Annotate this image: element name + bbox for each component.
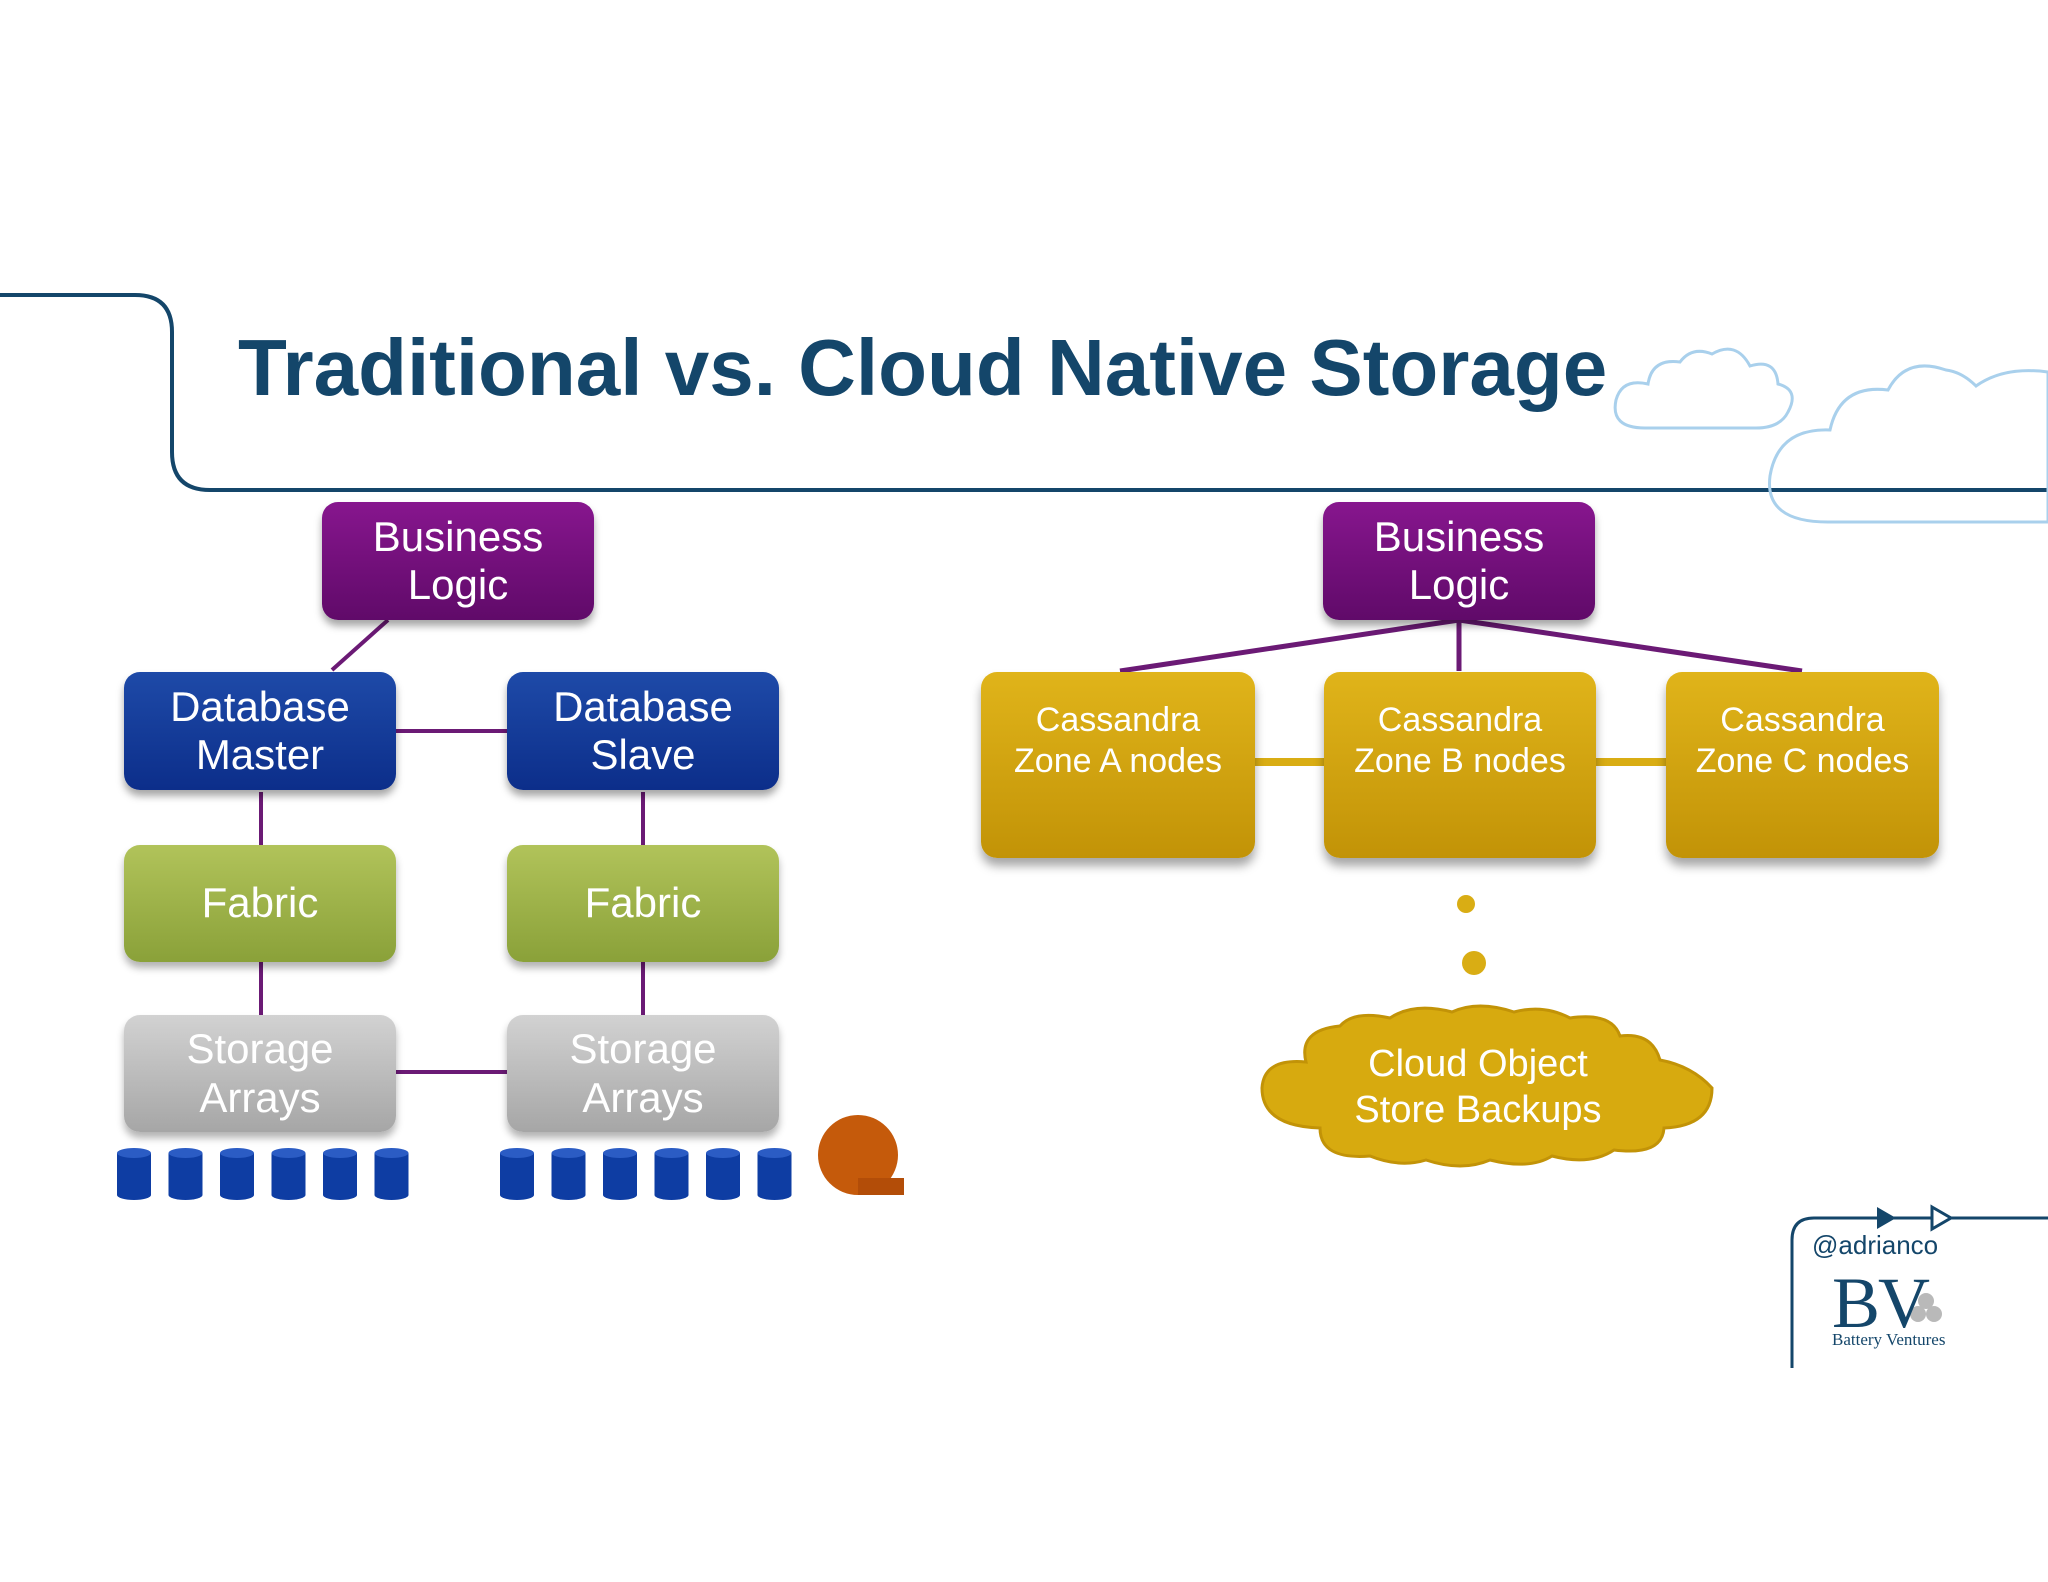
disk-icon xyxy=(168,1148,203,1200)
cassandra-zone-b-box: Cassandra Zone B nodes xyxy=(1324,672,1596,858)
twitter-handle: @adrianco xyxy=(1812,1230,1939,1260)
box-label: Cassandra Zone B nodes xyxy=(1354,701,1566,780)
dot xyxy=(1462,951,1486,975)
box-label: Business Logic xyxy=(1373,512,1545,608)
box-label: Fabric xyxy=(201,879,319,927)
database-master-box: Database Master xyxy=(124,672,396,790)
traditional-business-logic-box: Business Logic xyxy=(322,502,594,620)
box-label: Storage Arrays xyxy=(569,1025,717,1121)
cloud-business-logic-box: Business Logic xyxy=(1323,502,1595,620)
disk-icon xyxy=(220,1148,254,1200)
disk-icon xyxy=(654,1148,689,1200)
disk-icon xyxy=(323,1148,357,1200)
fabric-left-box: Fabric xyxy=(124,845,396,962)
box-label: Cassandra Zone A nodes xyxy=(1014,701,1222,780)
database-slave-box: Database Slave xyxy=(507,672,779,790)
traditional-connectors xyxy=(259,618,645,1074)
disk-icon xyxy=(706,1148,740,1200)
cassandra-zone-a-box: Cassandra Zone A nodes xyxy=(981,672,1255,858)
box-label: Database Slave xyxy=(553,682,733,778)
disk-icon xyxy=(271,1148,306,1200)
fabric-right-box: Fabric xyxy=(507,845,779,962)
storage-arrays-right-box: Storage Arrays xyxy=(507,1015,779,1132)
disk-icon xyxy=(500,1148,534,1200)
cloud-outline-icon xyxy=(1768,364,2048,524)
quest-logo-icon xyxy=(818,1115,904,1195)
disk-icon xyxy=(117,1148,151,1200)
box-label: Fabric xyxy=(584,879,702,927)
bv-dots-icon xyxy=(1910,1293,1942,1322)
disk-icon xyxy=(551,1148,586,1200)
company-name: Battery Ventures xyxy=(1832,1330,1946,1349)
box-label: Database Master xyxy=(170,682,350,778)
backup-cloud-shape xyxy=(1260,1004,1714,1168)
cloud-outline-icon xyxy=(1613,347,1794,430)
page-title: Traditional vs. Cloud Native Storage xyxy=(238,323,1608,412)
cloud-object-store-label: Cloud Object Store Backups xyxy=(1354,1043,1602,1131)
arrow-icon xyxy=(1930,1204,1954,1232)
box-label: Cassandra Zone C nodes xyxy=(1695,701,1910,780)
bv-logo: BV xyxy=(1832,1263,1930,1343)
footer-frame-line xyxy=(1790,1216,2048,1368)
box-label: Storage Arrays xyxy=(186,1025,334,1121)
disk-icon xyxy=(603,1148,637,1200)
storage-arrays-left-box: Storage Arrays xyxy=(124,1015,396,1132)
arrow-icon xyxy=(1877,1207,1896,1229)
disk-icon xyxy=(757,1148,792,1200)
box-label: Business Logic xyxy=(372,512,544,608)
disk-icon xyxy=(374,1148,409,1200)
dot xyxy=(1457,895,1475,913)
cassandra-zone-c-box: Cassandra Zone C nodes xyxy=(1666,672,1939,858)
cloud-native-connectors xyxy=(1119,617,1803,674)
header-frame-line xyxy=(0,293,2048,492)
